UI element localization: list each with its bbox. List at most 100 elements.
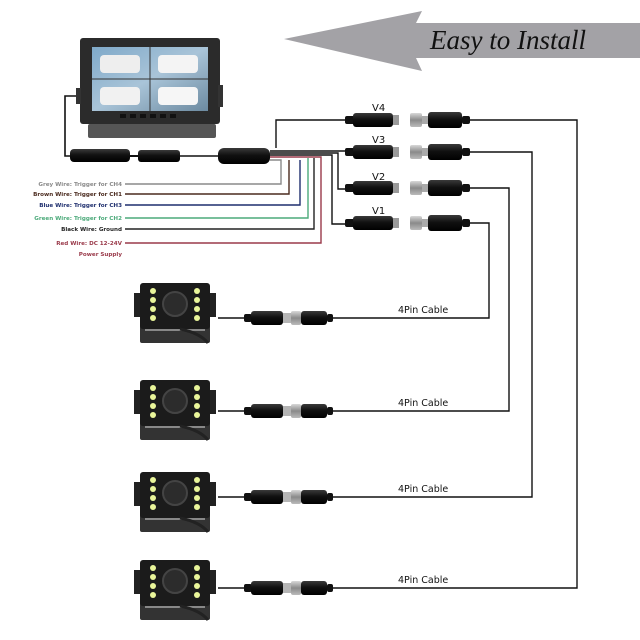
- banner-title: Easy to Install: [429, 25, 586, 55]
- video-input-labels: V4 V3 V2 V1: [372, 103, 385, 217]
- connector-pair-v4: [345, 112, 470, 128]
- brown-wire: [125, 160, 290, 195]
- ir-led: [150, 394, 156, 400]
- strain-relief: [345, 219, 355, 227]
- male-connector: [428, 144, 462, 160]
- female-tip: [393, 183, 399, 193]
- strain-relief: [345, 148, 355, 156]
- black-wire: [125, 158, 315, 230]
- cable-label-1: 4Pin Cable: [398, 305, 448, 316]
- male-connector: [428, 215, 462, 231]
- connector-pair-v3: [345, 144, 470, 160]
- female-tip: [393, 218, 399, 228]
- screen-rv-4: [158, 87, 198, 105]
- inline-4pin-connector: [244, 404, 333, 418]
- wire-v4: [275, 119, 345, 148]
- wire-v1: [270, 154, 345, 225]
- wire-label-brown: Brown Wire: Trigger for CH1: [33, 192, 122, 198]
- connector-pair-v2: [345, 180, 470, 196]
- strain-relief: [345, 116, 355, 124]
- ir-led: [194, 495, 200, 501]
- coupling-nut: [410, 113, 422, 127]
- monitor-right-mount: [218, 85, 223, 107]
- wire-label-green: Green Wire: Trigger for CH2: [34, 216, 122, 222]
- route-v3: [330, 151, 533, 498]
- female-connector: [353, 216, 393, 230]
- ir-led: [150, 592, 156, 598]
- ir-led: [150, 574, 156, 580]
- ir-led: [150, 306, 156, 312]
- coupling-nut: [410, 216, 422, 230]
- trigger-wires: [125, 156, 322, 244]
- ir-led: [150, 315, 156, 321]
- v-label-4: V4: [372, 103, 385, 114]
- camera-lens: [162, 568, 188, 594]
- inline-4pin-connector: [244, 490, 333, 504]
- cable-label-2: 4Pin Cable: [398, 398, 448, 409]
- cable-label-4: 4Pin Cable: [398, 575, 448, 586]
- ir-led: [194, 288, 200, 294]
- ir-led: [150, 385, 156, 391]
- camera-4: [134, 560, 333, 621]
- wire-label-red: Red Wire: DC 12-24V: [56, 241, 122, 247]
- female-connector: [353, 145, 393, 159]
- ir-led: [194, 403, 200, 409]
- route-v4: [330, 119, 578, 589]
- banner-arrow: [284, 11, 640, 71]
- inline-4pin-connector: [244, 581, 333, 595]
- ir-led: [150, 504, 156, 510]
- green-wire: [125, 158, 309, 219]
- wire-labels: Grey Wire: Trigger for CH4 Brown Wire: T…: [33, 182, 123, 258]
- strain-relief: [462, 148, 470, 156]
- ir-led: [194, 574, 200, 580]
- screen-rv-2: [158, 55, 198, 73]
- ir-led: [150, 583, 156, 589]
- ir-led: [150, 412, 156, 418]
- monitor-left-mount: [76, 88, 81, 104]
- screen-rv-1: [100, 55, 140, 73]
- inline-4pin-connector: [244, 311, 333, 325]
- screen-rv-3: [100, 87, 140, 105]
- ir-led: [150, 288, 156, 294]
- ir-led: [194, 385, 200, 391]
- video-wires: [270, 119, 345, 225]
- ir-led: [150, 477, 156, 483]
- ir-led: [194, 477, 200, 483]
- wire-label-black: Black Wire: Ground: [61, 227, 122, 233]
- ir-led: [194, 486, 200, 492]
- male-connector: [428, 112, 462, 128]
- monitor: [76, 38, 223, 138]
- cameras: [134, 283, 333, 621]
- wire-label-grey: Grey Wire: Trigger for CH4: [38, 182, 122, 188]
- female-connector: [353, 181, 393, 195]
- v-label-3: V3: [372, 135, 385, 146]
- v-label-1: V1: [372, 206, 385, 217]
- camera-lens: [162, 480, 188, 506]
- ir-led: [194, 297, 200, 303]
- camera-lens: [162, 388, 188, 414]
- strain-relief: [345, 184, 355, 192]
- wire-label-power: Power Supply: [79, 252, 123, 258]
- route-v1: [330, 222, 490, 319]
- wire-label-blue: Blue Wire: Trigger for CH3: [39, 203, 122, 209]
- ir-led: [194, 592, 200, 598]
- camera-1: [134, 283, 333, 344]
- strain-relief: [462, 116, 470, 124]
- strain-relief: [462, 184, 470, 192]
- v-label-2: V2: [372, 172, 385, 183]
- wire-v2: [270, 152, 345, 190]
- female-connector: [353, 113, 393, 127]
- harness-connector: [218, 148, 270, 164]
- cable-label-3: 4Pin Cable: [398, 484, 448, 495]
- female-tip: [393, 115, 399, 125]
- ir-led: [194, 504, 200, 510]
- monitor-buttons: [120, 114, 176, 118]
- cable-labels: 4Pin Cable 4Pin Cable 4Pin Cable 4Pin Ca…: [398, 305, 448, 586]
- extension-plug: [138, 150, 180, 162]
- coupling-nut: [410, 181, 422, 195]
- extension-routing: [330, 119, 578, 589]
- ir-led: [150, 565, 156, 571]
- coupling-nut: [410, 145, 422, 159]
- monitor-cable: [64, 95, 270, 164]
- ir-led: [194, 394, 200, 400]
